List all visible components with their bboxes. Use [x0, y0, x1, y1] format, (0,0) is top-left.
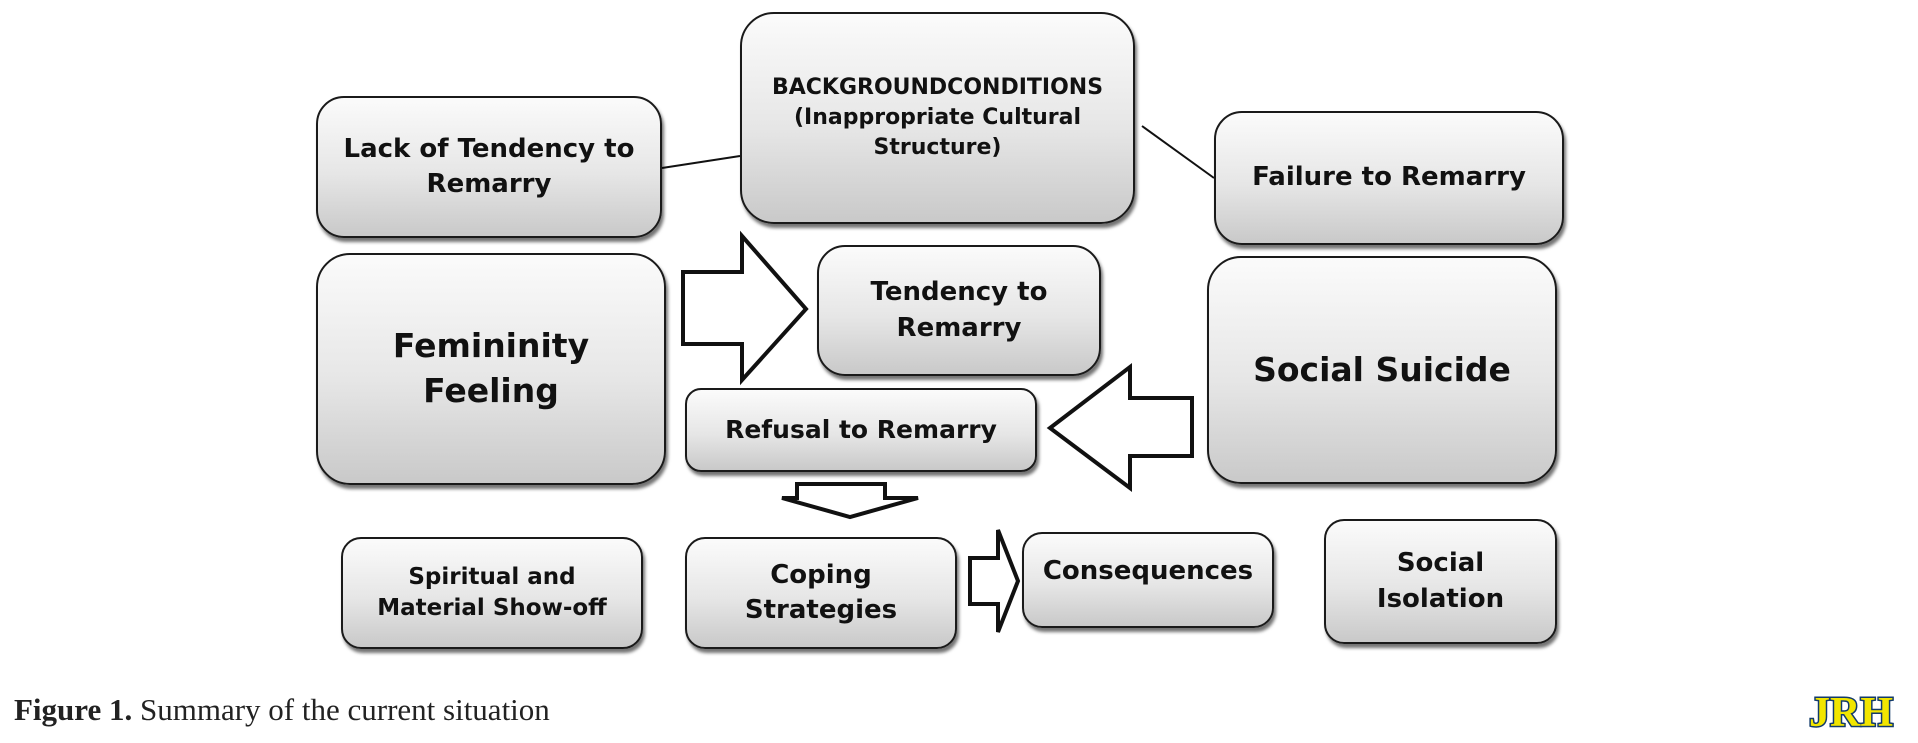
connector-line-left [661, 155, 741, 169]
background-conditions-box: BACKGROUNDCONDITIONS (Inappropriate Cult… [740, 12, 1135, 224]
refusal-to-remarry-box: Refusal to Remarry [685, 388, 1037, 472]
social-isolation-box: Social Isolation [1324, 519, 1557, 644]
failure-to-remarry-box: Failure to Remarry [1214, 111, 1564, 245]
social-suicide-box: Social Suicide [1207, 256, 1557, 484]
figure-caption-text: Summary of the current situation [132, 692, 550, 727]
figure-caption-label: Figure 1. [14, 692, 133, 727]
connector-line-right [1141, 125, 1215, 179]
spiritual-showoff-box: Spiritual and Material Show-off [341, 537, 643, 649]
coping-strategies-box: Coping Strategies [685, 537, 957, 649]
arrow-left-large [1046, 362, 1194, 492]
lack-of-tendency-box: Lack of Tendency to Remarry [316, 96, 662, 238]
figure-caption: Figure 1. Summary of the current situati… [14, 692, 550, 728]
arrow-down [781, 482, 919, 520]
jrh-logo: JRH [1808, 689, 1895, 735]
femininity-feeling-box: Femininity Feeling [316, 253, 666, 485]
arrow-right-small [968, 529, 1021, 633]
arrow-right-large [681, 230, 809, 386]
consequences-box: Consequences [1022, 532, 1274, 628]
jrh-logo-text: JRH [1809, 690, 1893, 734]
tendency-to-remarry-box: Tendency to Remarry [817, 245, 1101, 376]
